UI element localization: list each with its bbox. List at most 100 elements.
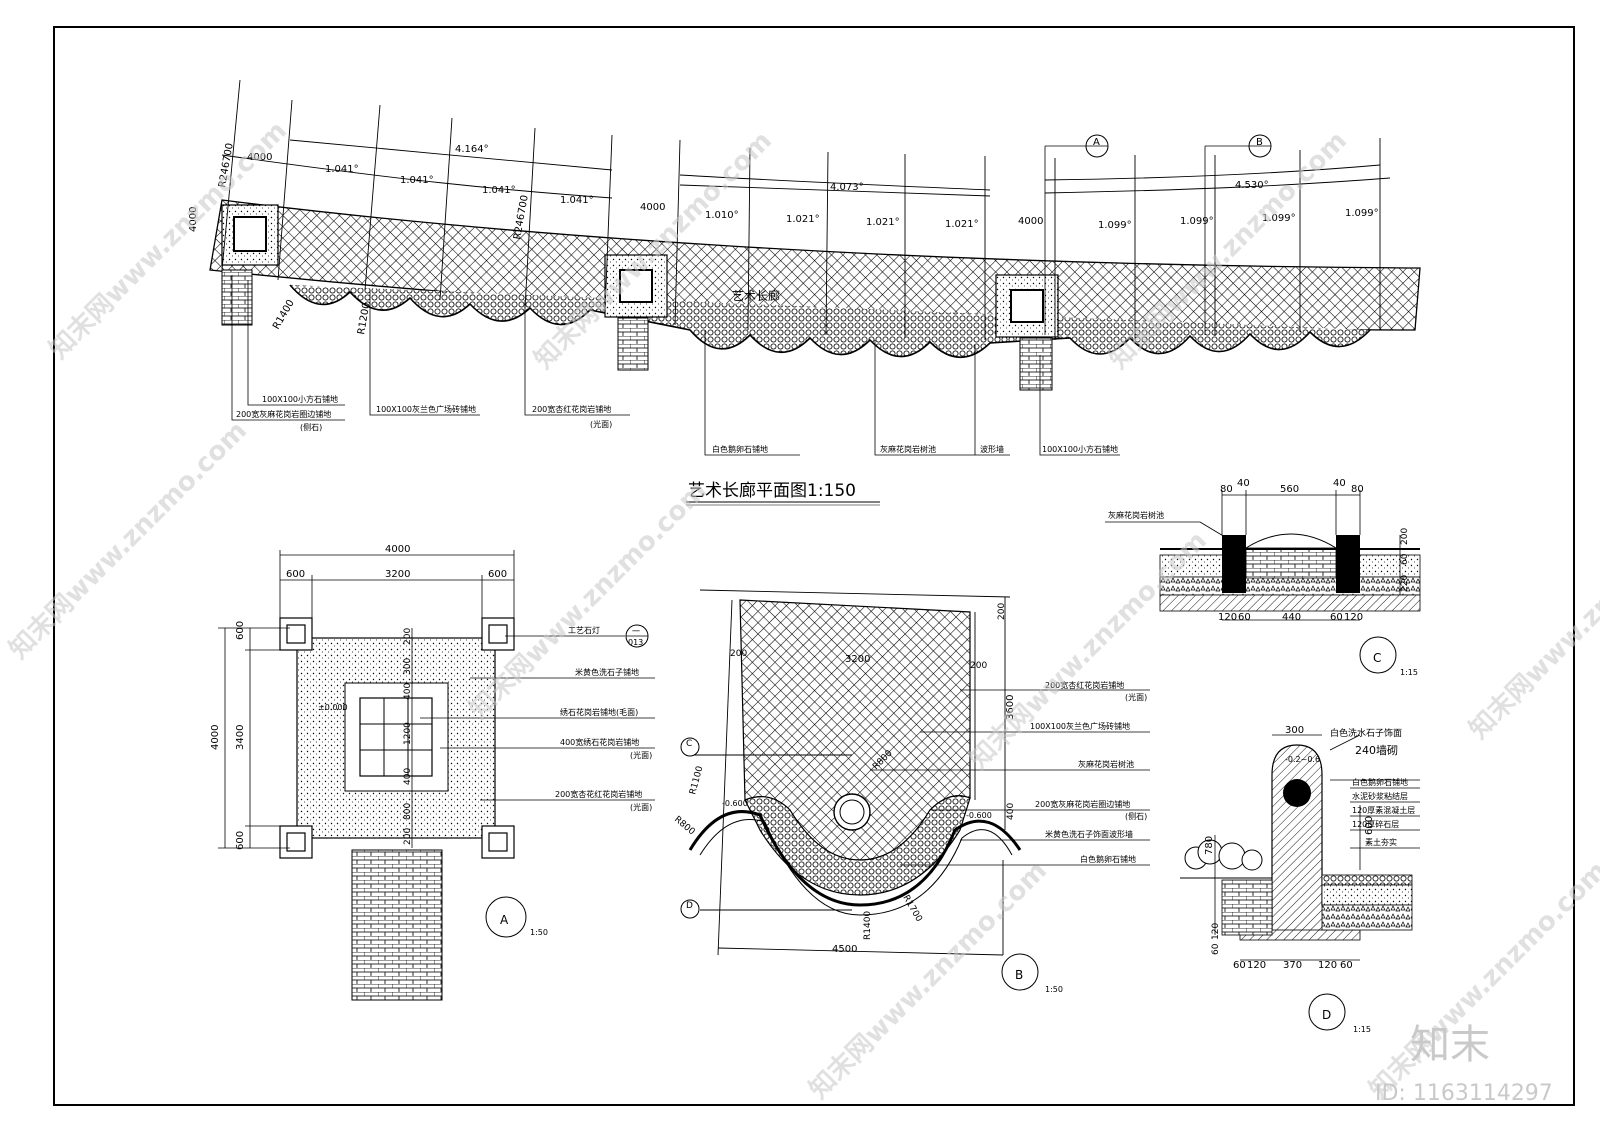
section-marker-a-text: A bbox=[1093, 137, 1100, 148]
detail-d-concrete bbox=[1321, 884, 1413, 906]
detail-d-callout-2: 240墙砌 bbox=[1355, 743, 1398, 757]
detail-b-dim-3200: 3200 bbox=[845, 654, 870, 665]
detail-b-dim-200-left: 200 bbox=[730, 649, 747, 659]
detail-d-dim-370: 370 bbox=[1283, 960, 1302, 971]
detail-d-gravel bbox=[1321, 904, 1413, 931]
detail-a-dim-600-top: 600 bbox=[235, 621, 246, 640]
detail-c-label-bubble[interactable] bbox=[1359, 636, 1397, 674]
detail-c: 80 40 560 40 80 120 60 440 60 120 200 60… bbox=[1105, 478, 1421, 677]
seg-3-1: 1.099° bbox=[1098, 220, 1132, 231]
detail-a-dim-600-right: 600 bbox=[488, 569, 507, 580]
detail-a-label-bubble[interactable] bbox=[485, 896, 527, 938]
detail-c-pit-fill bbox=[1245, 547, 1337, 579]
detail-a-dim-1200: 1200 bbox=[403, 722, 413, 745]
watermark-6: 知末网www.znzmo.com bbox=[964, 526, 1213, 775]
detail-b-dim-3600: 3600 bbox=[1005, 695, 1016, 720]
detail-a-dim-800: 800 bbox=[403, 803, 413, 820]
seg-1-3: 1.041° bbox=[482, 185, 516, 196]
seg-3-4: 1.099° bbox=[1345, 208, 1379, 219]
detail-d-label: D bbox=[1322, 1008, 1331, 1022]
detail-b-marker-d[interactable] bbox=[680, 899, 700, 919]
tree-pit-2 bbox=[619, 269, 653, 303]
seg-2-1: 1.010° bbox=[705, 210, 739, 221]
seg-2-3: 1.021° bbox=[866, 217, 900, 228]
detail-d-callout-5: 120厚素混凝土层 bbox=[1352, 805, 1415, 815]
detail-b-dim-200-right: 200 bbox=[970, 661, 987, 671]
detail-d-pebble-layer bbox=[1321, 874, 1413, 886]
detail-b-r800b: R800 bbox=[672, 815, 697, 838]
detail-a-callout-1: 工艺石灯 bbox=[568, 625, 600, 635]
id-watermark: ID: 1163114297 bbox=[1375, 1081, 1553, 1106]
detail-b-level-1: -0.600 bbox=[722, 799, 748, 808]
detail-c-bottom-120-right: 120 bbox=[1344, 612, 1363, 623]
detail-d: 300 600 780 120 60 60 120 370 120 60 -0.… bbox=[1180, 725, 1420, 1034]
detail-d-dim-60a: 60 bbox=[1233, 960, 1246, 971]
detail-c-callout: 灰麻花岗岩树池 bbox=[1108, 510, 1164, 520]
detail-b-marker-c-text: C bbox=[686, 739, 692, 749]
section-marker-b-text: B bbox=[1256, 137, 1263, 148]
plan-callout-4: 100X100灰兰色广场砖铺地 bbox=[376, 404, 476, 414]
detail-b-callout-7: 米黄色洗石子饰面波形墙 bbox=[1045, 829, 1133, 839]
detail-c-top-40-left: 40 bbox=[1237, 478, 1250, 489]
detail-c-gravel bbox=[1159, 576, 1421, 596]
detail-d-label-bubble[interactable] bbox=[1308, 993, 1346, 1031]
detail-b-callout-6: (侧石) bbox=[1125, 811, 1147, 821]
detail-d-shrubs bbox=[1184, 839, 1263, 871]
detail-b-dim-200-top: 200 bbox=[997, 603, 1007, 620]
detail-b-pebbles bbox=[744, 795, 971, 896]
detail-b-dim-400: 400 bbox=[1006, 803, 1016, 820]
plan-span-6: 4.530° bbox=[1235, 180, 1269, 191]
detail-a-ref-top: 一 bbox=[632, 627, 640, 636]
detail-a-callout-3: 绣石花岗岩铺地(毛面) bbox=[560, 707, 638, 717]
detail-b-label-bubble[interactable] bbox=[1001, 953, 1039, 991]
watermark-4: 知末网www.znzmo.com bbox=[4, 416, 253, 665]
detail-d-dim-600: 600 bbox=[1364, 816, 1375, 835]
detail-d-level: -0.2~0.6 bbox=[1285, 755, 1320, 764]
r1400-label: R1400 bbox=[271, 298, 297, 332]
detail-a-stone-grid bbox=[359, 697, 433, 777]
detail-d-dim-300: 300 bbox=[1285, 725, 1304, 736]
detail-b-callout-1: 200宽杏红花岗岩铺地 bbox=[1045, 680, 1124, 690]
detail-a-callout-5: (光面) bbox=[630, 750, 652, 760]
detail-a: 4000 600 3200 600 600 3400 600 4000 200 … bbox=[210, 544, 655, 1001]
detail-a-level: ±0.000 bbox=[318, 703, 348, 712]
detail-a-callout-7: (光面) bbox=[630, 802, 652, 812]
watermark-7: 知末网www.znzmo.com bbox=[1464, 496, 1600, 745]
seg-1-1: 1.041° bbox=[325, 164, 359, 175]
detail-c-top-40-right: 40 bbox=[1333, 478, 1346, 489]
gallery-center-label: 艺术长廊 bbox=[732, 288, 780, 303]
detail-b-callout-5: 200宽灰麻花岗岩圈边铺地 bbox=[1035, 799, 1130, 809]
sheet-border bbox=[53, 26, 1575, 1106]
detail-d-coping bbox=[1283, 779, 1311, 807]
detail-d-callout-1: 白色洗水石子饰面 bbox=[1330, 727, 1402, 739]
detail-a-dim-3400: 3400 bbox=[235, 725, 246, 750]
detail-c-bottom-60-right: 60 bbox=[1330, 612, 1343, 623]
seg-2-4: 1.021° bbox=[945, 219, 979, 230]
watermark-5: 知末网www.znzmo.com bbox=[464, 476, 713, 725]
plan-span-2: 4.164° bbox=[455, 144, 489, 155]
detail-c-side-60: 60 bbox=[1400, 553, 1410, 565]
plan-callout-8: 灰麻花岗岩树池 bbox=[880, 444, 936, 454]
detail-d-dim-60b: 60 bbox=[1340, 960, 1353, 971]
detail-c-label: C bbox=[1373, 651, 1381, 665]
plan-span-4: 4.073° bbox=[830, 182, 864, 193]
detail-b-level-2: -0.600 bbox=[966, 811, 992, 820]
wave-wall bbox=[289, 284, 1371, 358]
detail-c-bottom-120-left: 120 bbox=[1218, 612, 1237, 623]
detail-a-callout-4: 400宽绣石花岗岩铺地 bbox=[560, 737, 639, 747]
entry-steps-2 bbox=[617, 317, 649, 371]
detail-a-callout-6: 200宽杏花红花岗岩铺地 bbox=[555, 789, 642, 799]
plan-callout-3: (侧石) bbox=[300, 422, 322, 432]
detail-b-marker-c[interactable] bbox=[680, 737, 700, 757]
detail-b-r1100: R1100 bbox=[688, 765, 705, 796]
brand-watermark: 知末 bbox=[1410, 1022, 1490, 1068]
detail-c-top-560: 560 bbox=[1280, 484, 1299, 495]
detail-b-scale: 1:50 bbox=[1045, 985, 1063, 994]
plan-callout-1: 100X100小方石铺地 bbox=[262, 394, 338, 404]
radial-lines bbox=[221, 79, 1381, 340]
detail-b-r1400: R1400 bbox=[863, 911, 873, 940]
detail-c-side-220: 220 bbox=[1400, 575, 1410, 592]
detail-c-top-80-left: 80 bbox=[1220, 484, 1233, 495]
detail-a-dim-total: 4000 bbox=[385, 544, 410, 555]
